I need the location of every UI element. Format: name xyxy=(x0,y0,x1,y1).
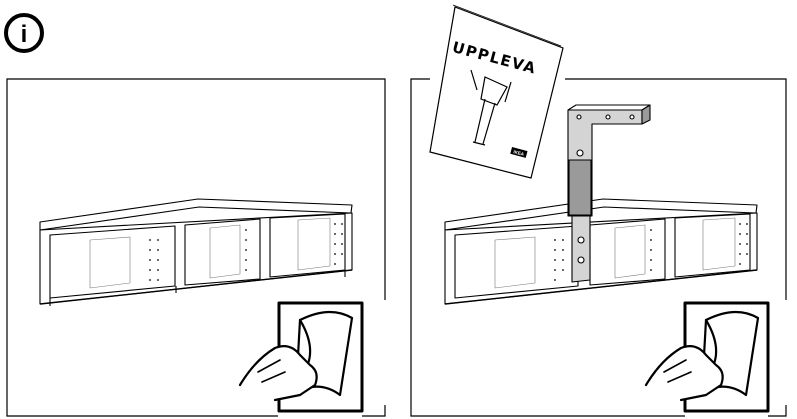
page-turn-icon-right xyxy=(644,301,770,413)
panel-left xyxy=(6,78,386,417)
info-glyph: i xyxy=(21,21,28,48)
svg-text:IKEA: IKEA xyxy=(513,149,525,157)
tv-bench-right xyxy=(444,198,758,305)
info-icon: i xyxy=(2,11,46,55)
uppleva-bracket xyxy=(567,104,651,283)
uppleva-manual: IKEA UPPLEVA xyxy=(425,2,567,180)
shelf-holes-right xyxy=(554,223,748,281)
page-turn-icon-left xyxy=(238,301,364,413)
panel-right xyxy=(400,0,797,419)
shelf-holes-left xyxy=(149,223,343,281)
tv-bench-left xyxy=(39,198,353,306)
ikea-logo xyxy=(510,147,528,158)
